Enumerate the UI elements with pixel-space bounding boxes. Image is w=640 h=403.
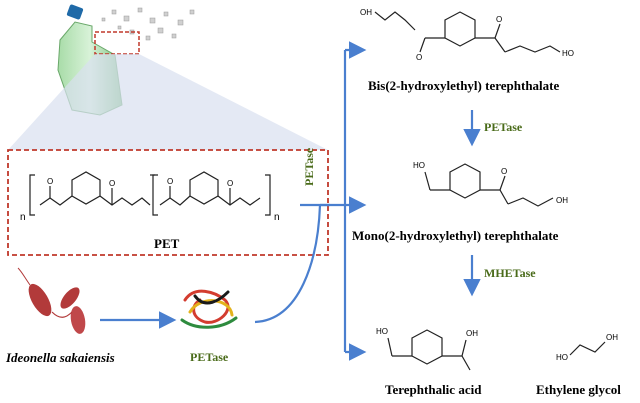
bhet-structure [374, 11, 561, 53]
tpa-structure [387, 329, 471, 371]
mhet-label: Mono(2-hydroxylethyl) terephthalate [352, 228, 559, 243]
microplastic-particles [101, 7, 195, 41]
tpa-label: Terephthalic acid [385, 382, 482, 397]
petase-protein-label: PETase [190, 350, 229, 364]
mhet-structure [424, 163, 554, 207]
pet-structure [29, 171, 271, 216]
repeat-unit-n: n [274, 212, 280, 223]
pet-label: PET [154, 236, 180, 251]
atom-label: OH [606, 333, 618, 342]
protein-structure-icon [180, 289, 238, 329]
bhet-label: Bis(2-hydroxylethyl) terephthalate [368, 78, 560, 93]
eg-label: Ethylene glycol [536, 382, 621, 397]
mhetase-step-label: MHETase [484, 266, 536, 280]
atom-label: HO [413, 161, 425, 170]
eg-structure [569, 341, 606, 356]
petase-vertical-label: PETase [302, 147, 316, 186]
atom-label: O [501, 167, 507, 176]
atom-label: O [496, 15, 502, 24]
atom-label: OH [466, 329, 478, 338]
atom-label: O [227, 179, 233, 188]
pet-box [7, 149, 329, 256]
petase-step-label: PETase [484, 120, 523, 134]
atom-label: O [109, 179, 115, 188]
atom-label: OH [360, 8, 372, 17]
bacteria-icon [17, 267, 86, 334]
flow-arrows [100, 41, 481, 361]
atom-label: O [416, 53, 422, 62]
arrow-petase-to-branch [254, 204, 322, 324]
atom-label: O [47, 177, 53, 186]
atom-label: OH [556, 196, 568, 205]
organism-label: Ideonella sakaiensis [6, 350, 115, 365]
repeat-unit-n: n [20, 212, 26, 223]
atom-label: HO [376, 327, 388, 336]
atom-label: HO [556, 353, 568, 362]
zoom-projection [8, 54, 328, 150]
atom-label: O [167, 177, 173, 186]
atom-label: HO [562, 49, 574, 58]
